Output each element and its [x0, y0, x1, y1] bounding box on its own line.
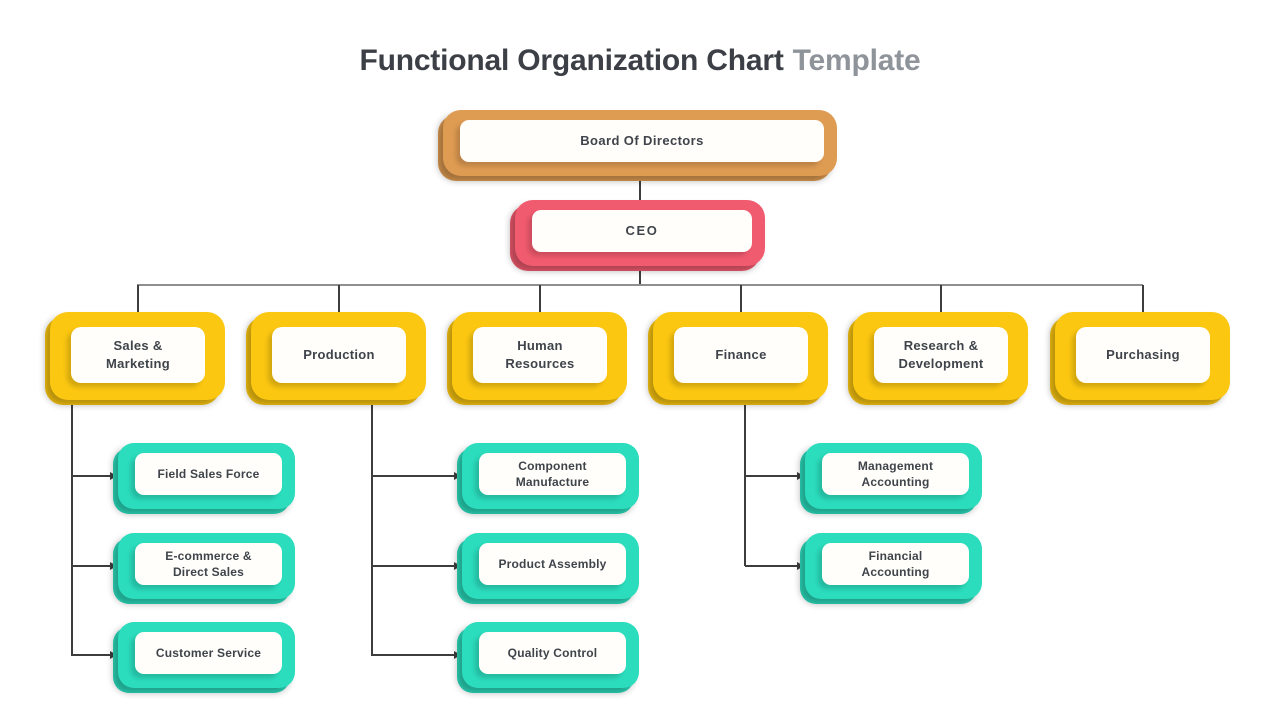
org-node-dept-research-development[interactable]: Research & Development — [848, 312, 1028, 405]
card-label-panel: Sales & Marketing — [71, 327, 205, 383]
connector-board-ceo — [639, 176, 641, 200]
card-label-panel: Research & Development — [874, 327, 1008, 383]
card-frame: Finance — [653, 312, 828, 400]
org-node-label: Financial Accounting — [861, 548, 930, 579]
card-frame: Product Assembly — [462, 533, 639, 599]
org-node-financial-accounting[interactable]: Financial Accounting — [800, 533, 982, 604]
card-label-panel: Field Sales Force — [135, 453, 282, 495]
org-node-label: Quality Control — [507, 645, 598, 660]
org-node-label: Product Assembly — [498, 556, 607, 571]
card-frame: CEO — [515, 200, 765, 266]
connector-spine-finance — [744, 400, 746, 566]
org-node-ecommerce-direct-sales[interactable]: E-commerce & Direct Sales — [113, 533, 295, 604]
org-node-product-assembly[interactable]: Product Assembly — [457, 533, 639, 604]
card-label-panel: Management Accounting — [822, 453, 969, 495]
org-node-board-of-directors[interactable]: Board Of Directors — [438, 110, 837, 181]
card-frame: Financial Accounting — [805, 533, 982, 599]
org-node-management-accounting[interactable]: Management Accounting — [800, 443, 982, 514]
org-node-dept-production[interactable]: Production — [246, 312, 426, 405]
org-node-label: Component Manufacture — [515, 458, 590, 489]
card-frame: Field Sales Force — [118, 443, 295, 509]
org-node-label: Human Resources — [505, 338, 575, 371]
card-frame: Purchasing — [1055, 312, 1230, 400]
card-label-panel: Board Of Directors — [460, 120, 824, 162]
org-node-label: Purchasing — [1106, 347, 1180, 363]
connector-drop-production — [338, 285, 340, 312]
org-node-field-sales-force[interactable]: Field Sales Force — [113, 443, 295, 514]
org-node-dept-sales-marketing[interactable]: Sales & Marketing — [45, 312, 225, 405]
page-title-accent: Template — [792, 44, 921, 77]
page-title-main: Functional Organization Chart — [359, 44, 784, 77]
card-frame: Production — [251, 312, 426, 400]
connector-branch-finance-2 — [745, 565, 797, 567]
connector-branch-finance-1 — [745, 475, 797, 477]
card-frame: Board Of Directors — [443, 110, 837, 176]
card-label-panel: Human Resources — [473, 327, 607, 383]
org-node-quality-control[interactable]: Quality Control — [457, 622, 639, 693]
org-node-label: Customer Service — [155, 645, 262, 660]
card-label-panel: E-commerce & Direct Sales — [135, 543, 282, 585]
org-node-dept-purchasing[interactable]: Purchasing — [1050, 312, 1230, 405]
card-frame: Human Resources — [452, 312, 627, 400]
card-frame: Research & Development — [853, 312, 1028, 400]
connector-branch-sales-2 — [72, 565, 110, 567]
org-node-label: Field Sales Force — [157, 466, 260, 481]
connector-drop-sales — [137, 285, 139, 312]
card-label-panel: Customer Service — [135, 632, 282, 674]
connector-branch-sales-1 — [72, 475, 110, 477]
connector-drop-finance — [740, 285, 742, 312]
connector-department-bus — [137, 284, 1143, 286]
connector-spine-sales — [71, 400, 73, 656]
connector-ceo-trunk — [639, 266, 641, 285]
card-label-panel: Component Manufacture — [479, 453, 626, 495]
card-label-panel: Quality Control — [479, 632, 626, 674]
card-label-panel: Purchasing — [1076, 327, 1210, 383]
org-node-label: E-commerce & Direct Sales — [165, 548, 252, 579]
connector-spine-production — [371, 400, 373, 656]
org-node-label: Finance — [715, 347, 767, 363]
connector-branch-production-3 — [372, 654, 454, 656]
org-node-customer-service[interactable]: Customer Service — [113, 622, 295, 693]
org-node-label: CEO — [625, 223, 659, 239]
org-node-dept-finance[interactable]: Finance — [648, 312, 828, 405]
card-frame: Sales & Marketing — [50, 312, 225, 400]
connector-branch-sales-3 — [72, 654, 110, 656]
card-label-panel: Production — [272, 327, 406, 383]
org-node-label: Research & Development — [898, 338, 984, 371]
org-node-dept-human-resources[interactable]: Human Resources — [447, 312, 627, 405]
card-frame: Customer Service — [118, 622, 295, 688]
org-node-label: Production — [303, 347, 375, 363]
card-label-panel: CEO — [532, 210, 752, 252]
card-label-panel: Financial Accounting — [822, 543, 969, 585]
card-label-panel: Product Assembly — [479, 543, 626, 585]
card-frame: Quality Control — [462, 622, 639, 688]
card-label-panel: Finance — [674, 327, 808, 383]
connector-branch-production-1 — [372, 475, 454, 477]
org-node-label: Board Of Directors — [580, 133, 704, 149]
connector-branch-production-2 — [372, 565, 454, 567]
card-frame: E-commerce & Direct Sales — [118, 533, 295, 599]
org-node-label: Sales & Marketing — [105, 338, 171, 371]
connector-drop-hr — [539, 285, 541, 312]
org-node-component-manufacture[interactable]: Component Manufacture — [457, 443, 639, 514]
org-node-ceo[interactable]: CEO — [510, 200, 765, 271]
connector-drop-rnd — [940, 285, 942, 312]
org-node-label: Management Accounting — [857, 458, 934, 489]
card-frame: Management Accounting — [805, 443, 982, 509]
connector-drop-purchasing — [1142, 285, 1144, 312]
card-frame: Component Manufacture — [462, 443, 639, 509]
